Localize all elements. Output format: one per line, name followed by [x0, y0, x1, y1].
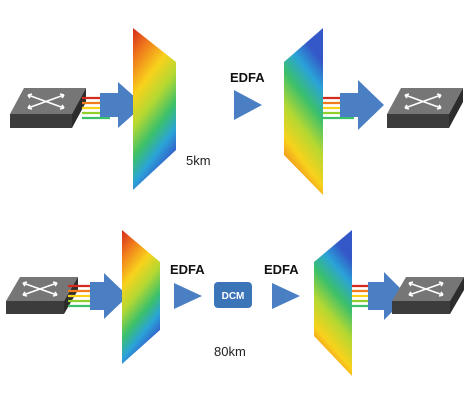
amplifier-label-right: EDFA [264, 262, 299, 277]
switch-icon [10, 88, 86, 128]
distance-label: 5km [186, 153, 211, 168]
triangle-arrow-icon [234, 90, 262, 120]
distance-label: 80km [214, 344, 246, 359]
output-arrow [368, 272, 408, 320]
amplifier-label-left: EDFA [170, 262, 205, 277]
switch-icon [387, 88, 463, 128]
input-arrow [90, 273, 128, 319]
switch-icon [392, 277, 464, 314]
dcm-box: DCM [214, 282, 252, 308]
demultiplexer-prism [284, 28, 323, 195]
switch-icon [6, 277, 78, 314]
input-arrow [100, 82, 144, 128]
triangle-arrow-icon [272, 283, 300, 309]
amplifier-label: EDFA [230, 70, 265, 85]
triangle-arrow-icon [174, 283, 202, 309]
output-arrow [340, 80, 384, 130]
demultiplexer-prism [314, 230, 352, 376]
compensator-label: DCM [222, 291, 245, 302]
multiplexer-prism [122, 230, 160, 364]
multiplexer-prism [133, 28, 176, 190]
